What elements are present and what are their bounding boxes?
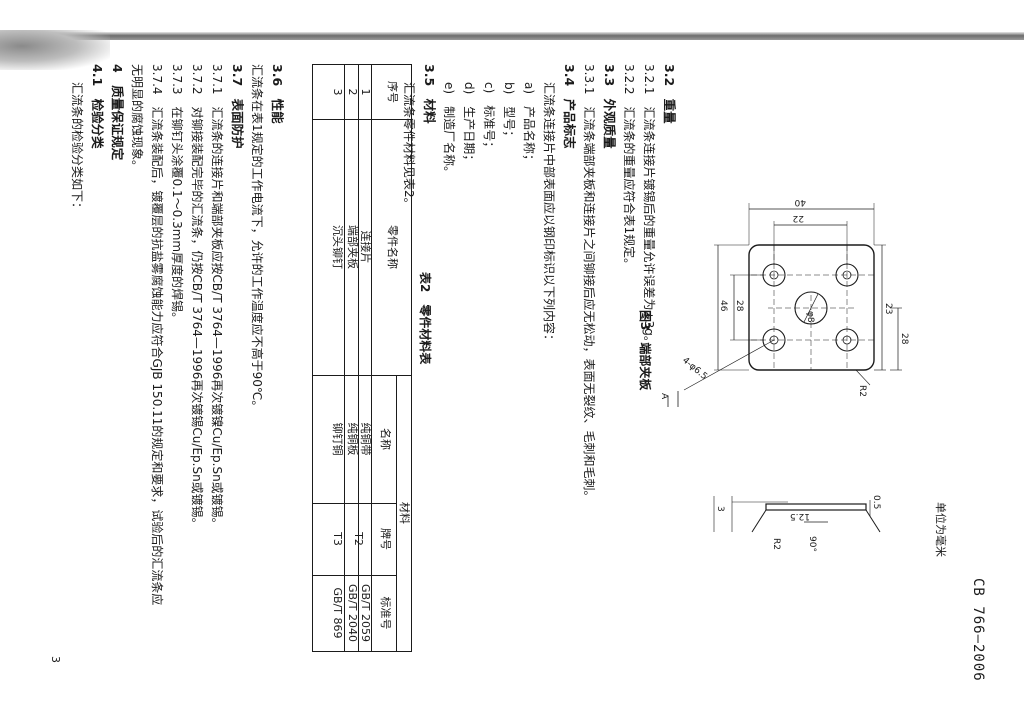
row2-standard: GB/T 2040 — [346, 584, 358, 642]
scan-edge-shadow — [0, 32, 1024, 40]
th-grade: 牌号 — [379, 528, 391, 550]
row3-standard: GB/T 869 — [331, 587, 343, 639]
clamp-outline — [748, 244, 875, 371]
dim-top-width: 23 — [883, 303, 893, 314]
row3-no: 3 — [331, 88, 343, 96]
clause-3-3-1: 3.3.1 汇流条端部夹板和连接片之间铆接后应无松动，表面无裂纹、毛刺和毛刺。 — [582, 64, 596, 503]
dim-side-thickness: 0.5 — [871, 495, 881, 509]
row1-standard: GB/T 2059 — [359, 584, 371, 642]
end-clamp-front-view: 23 R2 4-φ6.5 φ8 28 22 40 28 46 A — [659, 197, 909, 407]
end-clamp-side-view: 0.5 12.5 90° R2 3 — [713, 495, 881, 552]
clause-3-2-2: 3.2.2 汇流条的重量应符合表1规定。 — [622, 64, 636, 271]
dim-side-width: 12.5 — [790, 511, 810, 521]
row3-grade: T3 — [331, 532, 343, 546]
row2-part: 端部夹板 — [346, 225, 358, 269]
view-label: A — [659, 393, 669, 400]
dim-hole-spacing: 28 — [899, 333, 909, 345]
dim-center-hole: φ8 — [805, 311, 815, 323]
document-code: CB 766—2006 — [970, 578, 986, 682]
marking-item-a: a) 产品名称； — [522, 82, 536, 167]
table2-title: 表2 零件材料表 — [418, 272, 432, 365]
section-3-2-heading: 3.2 重量 — [662, 64, 677, 124]
th-part: 零件名称 — [386, 225, 398, 269]
dim-side-angle: 90° — [807, 536, 817, 552]
side-profile — [765, 503, 867, 511]
clause-3-7-2: 3.7.2 对铆接装配完毕的汇流条，仍按CB/T 3764—1996再次镀锡Cu… — [190, 64, 204, 530]
clause-3-4-text: 汇流条连接片中部表面应以钢印标识以下列内容： — [542, 82, 556, 347]
section-3-6-heading: 3.6 性能 — [270, 64, 285, 124]
dim-half-height: 22 — [793, 213, 804, 223]
th-material: 材料 — [398, 502, 410, 524]
th-name: 名称 — [379, 428, 391, 450]
clause-3-7-1: 3.7.1 汇流条的连接片和端部夹板应按CB/T 3764—1996再次镀镍Cu… — [210, 64, 224, 530]
row2-name: 纯铜板 — [346, 422, 358, 456]
scan-smudge — [0, 30, 110, 70]
clause-3-7-4: 3.7.4 汇流条装配后，镀覆层的抗盐雾腐蚀能力应符合GJB 150.11的规定… — [150, 64, 164, 606]
row1-grade: T2 — [352, 532, 364, 546]
row1-part: 连接片 — [359, 230, 371, 264]
section-3-5-heading: 3.5 材料 — [422, 64, 437, 124]
marking-item-b: b) 型号； — [502, 82, 516, 143]
section-3-3-heading: 3.3 外观质量 — [602, 64, 617, 149]
clause-3-7-4-cont: 无明显的腐蚀现象。 — [130, 64, 144, 173]
dim-side-height: 3 — [715, 506, 725, 512]
clause-3-2-1: 3.2.1 汇流条连接片镀锡后的重量允许误差为±3g。 — [642, 64, 656, 348]
clause-4-1-text: 汇流条的检验分类如下： — [70, 82, 84, 215]
row1-no: 1 — [359, 88, 371, 96]
marking-item-e: e) 制造厂名称。 — [442, 82, 456, 179]
marking-item-d: d) 生产日期； — [462, 82, 476, 167]
row1-name: 纯铜带 — [359, 422, 371, 456]
section-3-4-heading: 3.4 产品标志 — [562, 64, 577, 149]
row3-part: 沉头铆钉 — [331, 225, 343, 269]
section-4-heading: 4 质量保证规定 — [110, 64, 125, 161]
materials-table: 序号 零件名称 材料 名称 牌号 标准号 1 连接片 纯铜带 T2 GB/T 2… — [312, 64, 412, 652]
clause-3-6-text: 汇流条在表1规定的工作电流下，允许的工作温度应不高于90℃。 — [250, 64, 264, 413]
dim-overall-width: 46 — [718, 300, 728, 312]
dim-side-radius: R2 — [771, 538, 781, 550]
dim-hole-spec: 4-φ6.5 — [680, 356, 709, 382]
dim-overall-height: 40 — [794, 197, 806, 207]
marking-item-c: c) 标准号； — [482, 82, 496, 154]
th-no: 序号 — [386, 81, 398, 103]
unit-label: 单位为毫米 — [934, 502, 947, 557]
page-number: 3 — [49, 656, 62, 663]
section-3-7-heading: 3.7 表面防护 — [230, 64, 245, 149]
row2-no: 2 — [346, 88, 358, 96]
section-4-1-heading: 4.1 检验分类 — [90, 64, 105, 149]
dim-bottom-spacing: 28 — [734, 300, 744, 312]
row3-name: 铆钉铜 — [331, 422, 343, 456]
clause-3-7-3: 3.7.3 在铆钉头涂覆0.1～0.3mm厚度的焊锡。 — [170, 64, 184, 325]
dim-corner-radius: R2 — [857, 385, 867, 397]
th-standard: 标准号 — [379, 596, 391, 630]
